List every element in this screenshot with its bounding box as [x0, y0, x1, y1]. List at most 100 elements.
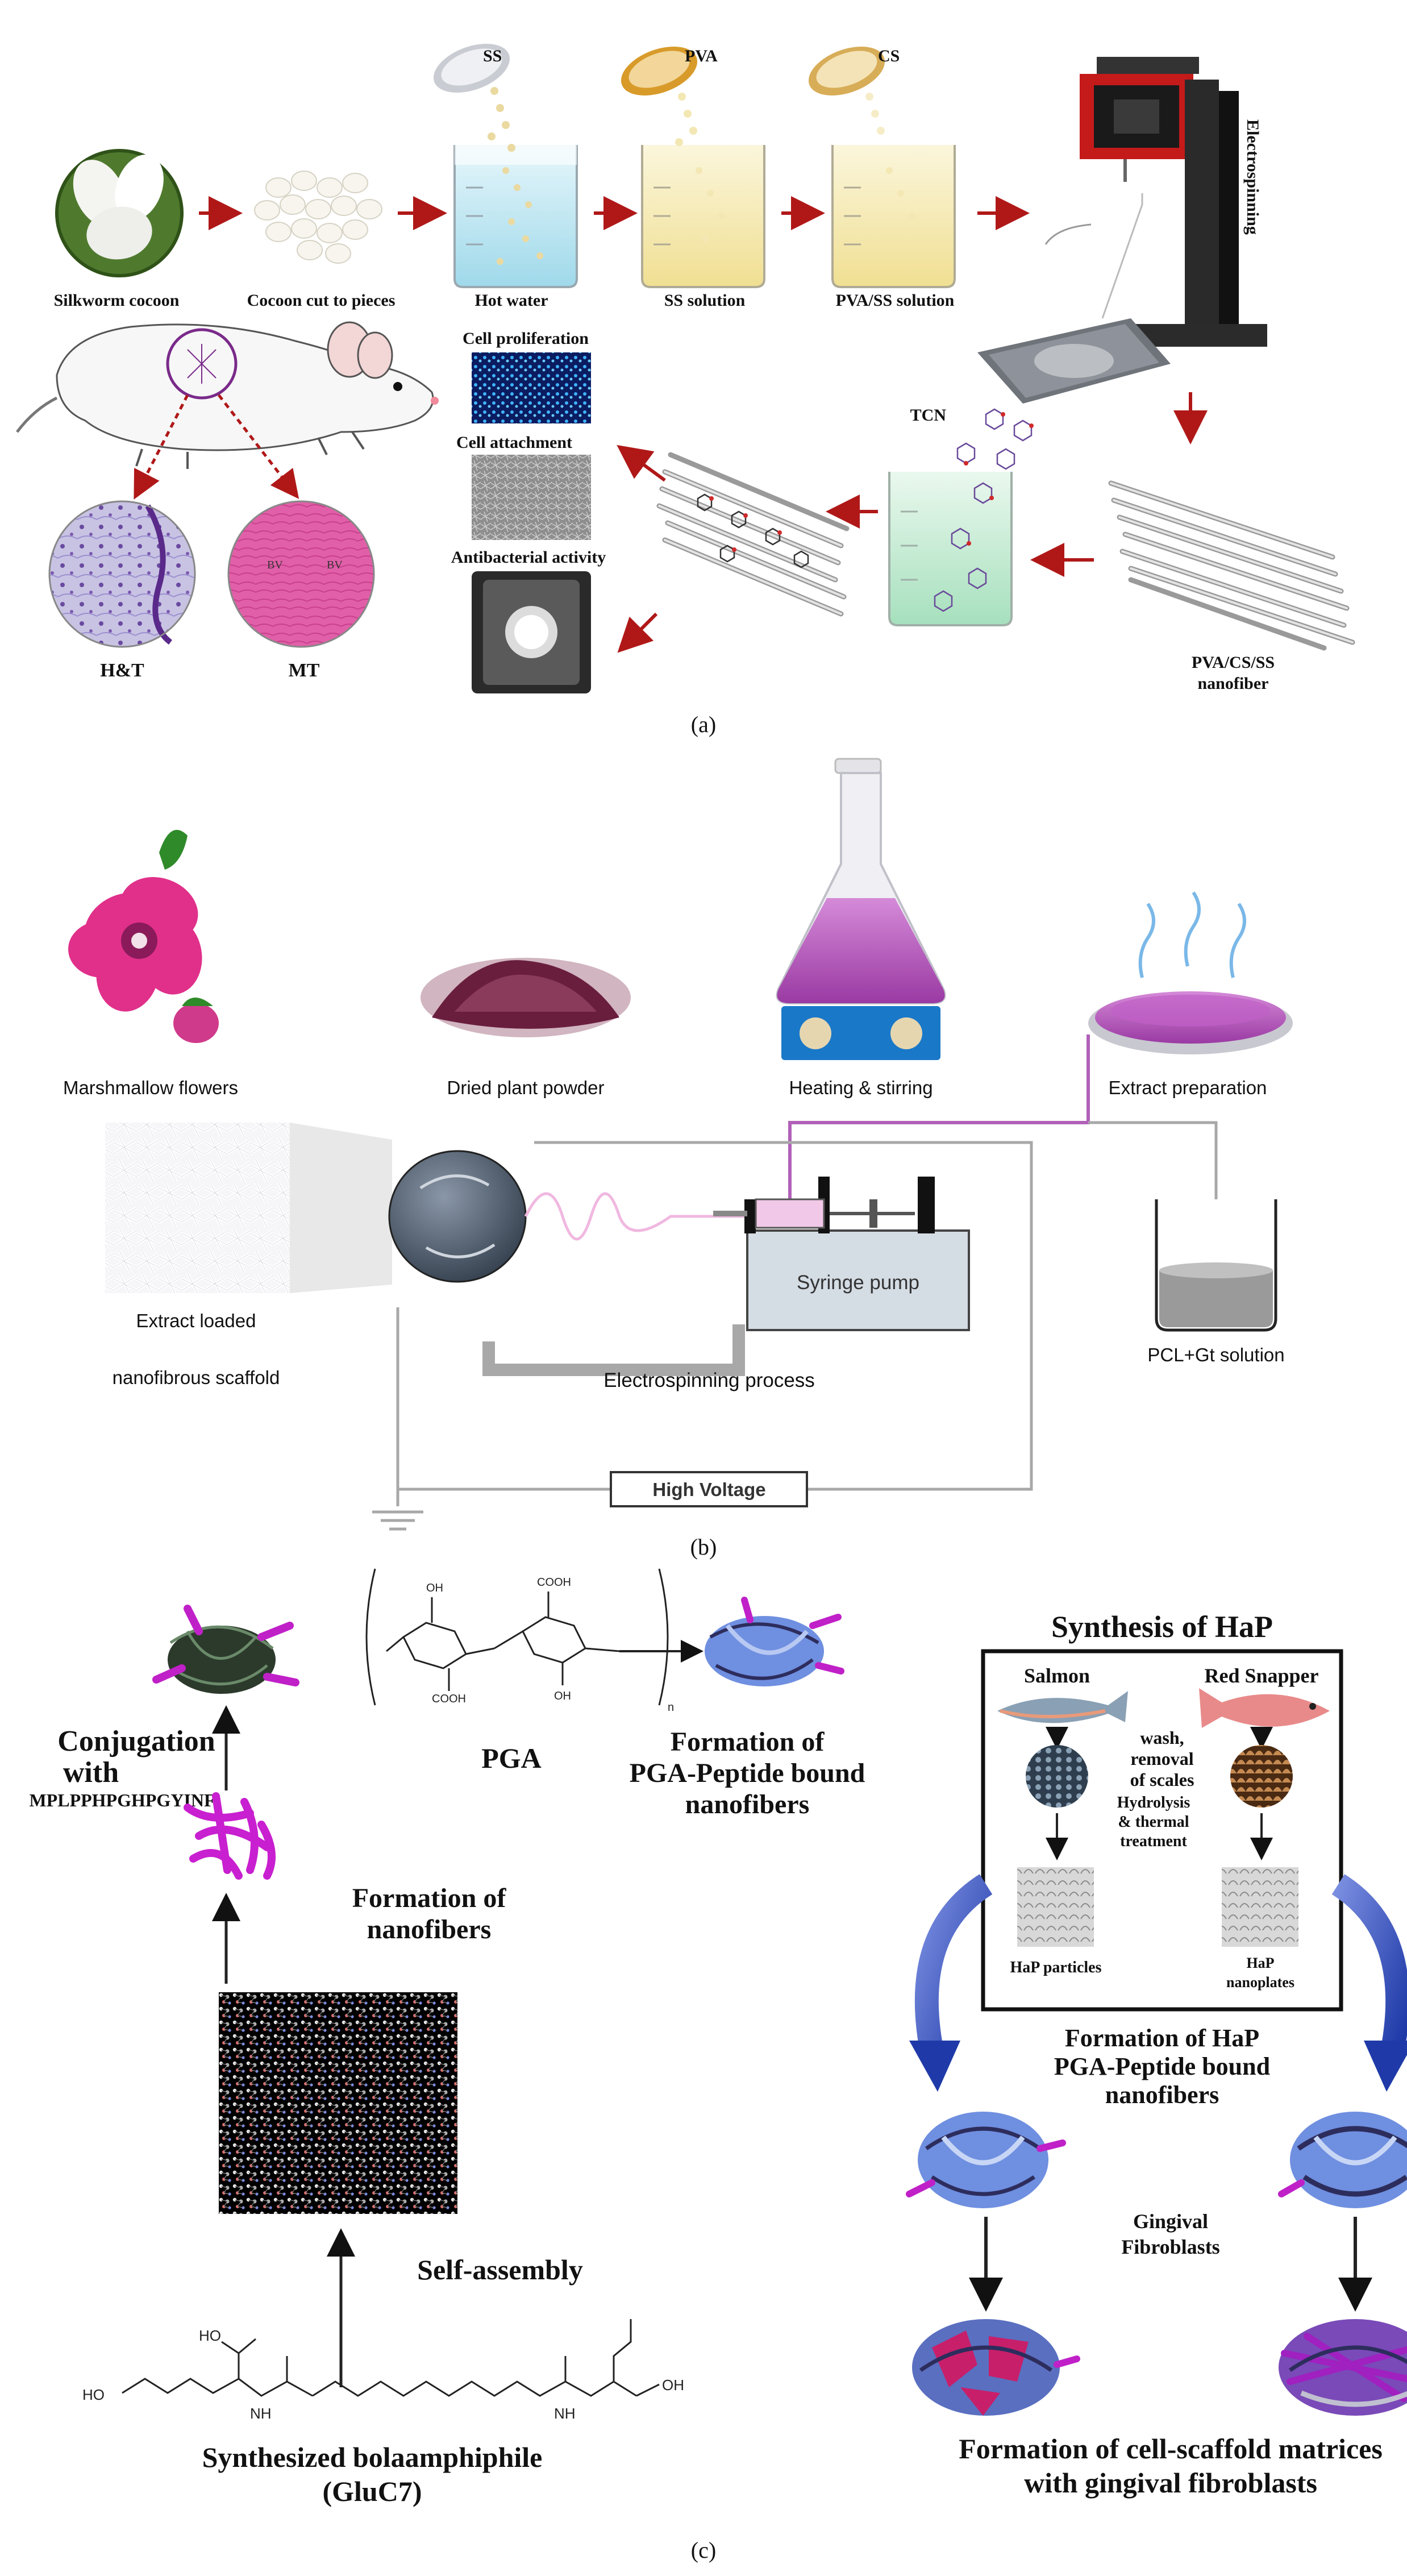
cell-scaffold-matrix-right — [1279, 2319, 1407, 2416]
snapper-scale-image — [1230, 1745, 1293, 1808]
panel-b-caption: (b) — [690, 1534, 717, 1560]
syringe-pump-image — [713, 1177, 970, 1331]
hap-particles-label: HaP particles — [1010, 1959, 1102, 1976]
extract-feed-line — [788, 1034, 1090, 1228]
formation-pga-line3: nanofibers — [685, 1789, 810, 1819]
salmon-label: Salmon — [1024, 1664, 1090, 1687]
electrospinning-process-label: Electrospinning process — [603, 1369, 815, 1391]
bola-label-line2: (GluC7) — [323, 2475, 422, 2507]
blue-arrowhead-left — [909, 2041, 960, 2092]
blue-curved-arrow-right — [1331, 1874, 1407, 2054]
gingival-line2: Fibroblasts — [1121, 2236, 1219, 2258]
panel-c-caption: (c) — [691, 2537, 716, 2563]
panel-a-caption: (a) — [691, 712, 716, 737]
molecular-model-image — [219, 1992, 457, 2214]
pva-ss-beaker — [831, 145, 956, 288]
tcn-beaker — [888, 408, 1034, 626]
oh-label: OH — [662, 2376, 684, 2394]
rotating-collector-image — [388, 1150, 527, 1283]
formation-pga-line2: PGA-Peptide bound — [630, 1758, 865, 1788]
silkworm-cocoon-label: Silkworm cocoon — [54, 291, 180, 310]
formation-nano-line1: Formation of — [352, 1883, 507, 1913]
ho-label: HO — [82, 2386, 105, 2403]
rat-image — [16, 321, 439, 469]
panel-a: Silkworm cocoon Cocoon cut to pieces SS … — [16, 44, 1355, 737]
bola-label-line1: Synthesized bolaamphiphile — [202, 2441, 543, 2473]
matrix-line2: with gingival fibroblasts — [1024, 2467, 1317, 2499]
hydro-line3: treatment — [1120, 1833, 1187, 1850]
pva-label: PVA — [685, 47, 718, 65]
cocoon-pieces-image — [254, 171, 382, 264]
ss-solution-label: SS solution — [664, 291, 746, 310]
pga-structure — [365, 1568, 669, 1706]
ht-histology-image — [48, 500, 196, 648]
cell-proliferation-image — [472, 352, 591, 423]
formation-pga-line1: Formation of — [671, 1727, 825, 1757]
syringe-pump-label: Syringe pump — [797, 1272, 919, 1294]
salmon-scale-image — [1026, 1745, 1088, 1808]
wash-line3: of scales — [1130, 1769, 1194, 1790]
oh-label: OH — [426, 1582, 443, 1594]
marshmallow-flower-image — [68, 830, 219, 1043]
hap-cluster-right — [1278, 2112, 1407, 2208]
cs-label: CS — [878, 47, 900, 65]
pva-ss-solution-label: PVA/SS solution — [836, 291, 955, 310]
extract-loaded-label-line1: Extract loaded — [136, 1310, 256, 1331]
nanofibrous-scaffold-image — [105, 1123, 290, 1293]
conjugation-label-line1: Conjugation — [57, 1725, 215, 1758]
circuit-wire — [372, 1121, 1218, 1531]
cell-attachment-label: Cell attachment — [456, 433, 572, 452]
hap-particles-image — [1017, 1867, 1094, 1947]
form-hap-line2: PGA-Peptide bound — [1054, 2053, 1270, 2080]
nanofiber-label-line2: nanofiber — [1197, 674, 1268, 693]
bolaamphiphile-structure — [122, 2319, 660, 2397]
arrow — [617, 444, 666, 482]
extract-loaded-label-line2: nanofibrous scaffold — [113, 1367, 280, 1388]
conjugation-label-line2: with — [63, 1756, 119, 1789]
bv-label: BV — [267, 559, 283, 571]
self-assembly-label: Self-assembly — [417, 2254, 583, 2286]
extract-preparation-image — [1088, 891, 1293, 1054]
n-subscript: n — [668, 1701, 674, 1714]
gingival-line1: Gingival — [1133, 2210, 1208, 2233]
nh-label: NH — [554, 2405, 576, 2422]
arrow — [617, 612, 658, 653]
bv-label: BV — [327, 559, 343, 571]
form-hap-line1: Formation of HaP — [1065, 2024, 1259, 2052]
cell-attachment-image — [472, 455, 591, 540]
dried-powder-label: Dried plant powder — [447, 1077, 605, 1098]
hap-nanoplates-image — [1222, 1867, 1298, 1947]
antibacterial-label: Antibacterial activity — [451, 548, 606, 567]
panel-c: OH COOH COOH OH n PGA Conjugation with M… — [29, 1568, 1407, 2563]
ht-label: H&T — [100, 660, 144, 681]
mt-label: MT — [289, 660, 320, 681]
nanofiber-label-line1: PVA/CS/SS — [1192, 653, 1275, 672]
mt-histology-image — [227, 500, 375, 648]
hot-water-beaker — [453, 142, 578, 288]
electrospinning-machine — [977, 57, 1267, 404]
blue-arrowhead-right — [1364, 2041, 1407, 2092]
nh-label: NH — [250, 2405, 272, 2422]
pcl-gt-label: PCL+Gt solution — [1147, 1344, 1284, 1365]
pga-label: PGA — [481, 1742, 542, 1774]
wound-site — [187, 344, 217, 384]
jet-stream — [524, 1192, 744, 1241]
spoon-cs — [808, 47, 885, 135]
cooh-label: COOH — [432, 1693, 466, 1705]
pga-peptide-nanofiber-cluster — [705, 1597, 844, 1686]
cell-proliferation-label: Cell proliferation — [463, 329, 589, 348]
red-snapper-image — [1199, 1688, 1330, 1728]
blue-curved-arrow-left — [914, 1874, 993, 2054]
hydro-line2: & thermal — [1118, 1813, 1189, 1831]
cocoon-cut-label: Cocoon cut to pieces — [247, 291, 396, 310]
heating-stirring-image — [776, 758, 946, 1060]
electrospinning-label: Electrospinning — [1243, 119, 1262, 235]
tcn-label: TCN — [910, 406, 947, 425]
silkworm-cocoon-image — [55, 149, 184, 277]
zoom-projection — [290, 1123, 392, 1293]
hap-nano-line1: HaP — [1246, 1955, 1274, 1971]
pcl-gt-beaker — [1155, 1199, 1277, 1332]
spoon-ss — [433, 44, 515, 152]
